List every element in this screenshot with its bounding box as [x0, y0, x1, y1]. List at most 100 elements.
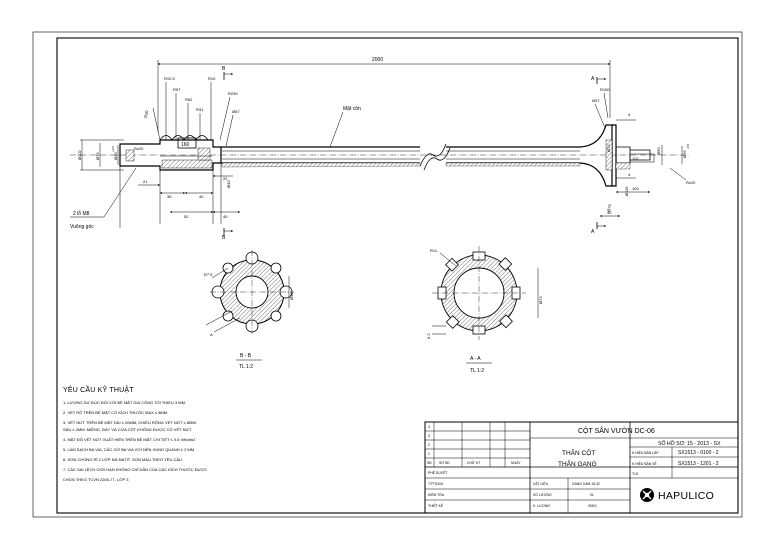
section-aa: R11 Ø73 6.2 A - A TL 1:2: [426, 246, 543, 374]
requirements-title: YÊU CẦU KỸ THUẬT: [63, 387, 134, 394]
dim-40c: 40: [607, 210, 612, 215]
dim-4a: 4: [628, 112, 631, 117]
section-a-bottom: A: [591, 229, 595, 235]
material-value: GANG XÁM 15-32: [572, 482, 600, 486]
section-b-bottom: B: [222, 235, 226, 241]
dim-r11: R11: [430, 248, 438, 253]
rev-row-1: 1: [428, 452, 430, 456]
dim-100: 100: [632, 186, 639, 191]
label-scale-aa: TL 1:2: [470, 368, 484, 374]
dim-52: 52: [184, 214, 189, 219]
dim-r10-5: R10.5: [164, 76, 175, 81]
main-view: 2000 160 A: [70, 57, 696, 241]
rev-head-so-sd: SỐ SĐ: [439, 460, 450, 465]
project-title: CỘT SÂN VƯỜN DC-06: [578, 426, 655, 435]
weight-value: 30KG: [588, 504, 597, 508]
rev-row-3: 3: [428, 434, 430, 438]
dim-rz20-left: Rz20: [134, 146, 144, 151]
dim-d43: Ø43: [289, 292, 294, 300]
requirement-item: 2. VẾT RỖ TRÊN BỀ MẶT CÓ KÍCH THƯỚC MAX …: [63, 410, 169, 415]
role-phe-duyet: PHÊ DUYỆT: [428, 470, 447, 475]
dim-r100: R100: [600, 87, 610, 92]
company-name: HAPULICO: [658, 490, 714, 502]
requirement-item: CHỌN THEO TCVN 2245-77, LỚP 3: [63, 477, 129, 482]
dim-r31: R31: [196, 107, 204, 112]
dim-6-2: 6.2: [426, 333, 431, 339]
dim-r10: R10: [208, 76, 216, 81]
dim-d79: Ø79: [95, 152, 100, 160]
dim-total-length: 2000: [372, 57, 383, 63]
title-block: 4 3 2 1 SĐ SỐ SĐ CHỮ KÝ NGÀY PHÊ DUYỆT T…: [424, 421, 739, 514]
dim-35: 35: [167, 194, 172, 199]
dim-d76-tol: -0.5: [686, 143, 690, 149]
drawing-value: SX1513 - 1201 - 2: [678, 461, 719, 467]
dim-d40-tol: +0.5: [111, 146, 115, 152]
qty-value: 01: [590, 493, 594, 497]
role-kiem-tra: KIỂM TRA: [428, 492, 445, 497]
label-holes-line1: 2 lỗ M8: [73, 210, 90, 217]
label-cone: Mặt côn: [343, 106, 361, 112]
dim-r7-5: R7.5: [204, 272, 213, 277]
dim-20: 20: [223, 176, 228, 181]
dim-40b: 40: [223, 214, 228, 219]
rev-row-2: 2: [428, 443, 430, 447]
dim-d102: Ø102: [77, 149, 82, 160]
dim-4b: 4: [628, 172, 631, 177]
dim-d90: Ø90: [656, 147, 661, 155]
part-name-2: THÂN GANG: [558, 459, 597, 468]
requirement-item: 7. CÁC SAI LỆCH GIỚI HẠN KHÔNG CHỈ DẪN C…: [63, 467, 208, 472]
role-tptsxni: T.PTSXNI: [428, 482, 443, 486]
requirement-item: 3. VẾT NỨT TRÊN BỀ MẶT DÀI ≤ 20MM, CHIỀU…: [63, 420, 197, 425]
rev-head-ngay: NGÀY: [511, 461, 521, 465]
dim-110: 110: [632, 156, 639, 161]
dim-40a: 40: [199, 194, 204, 199]
dim-d73: Ø73: [538, 296, 543, 304]
dim-r57: R57: [173, 87, 181, 92]
section-b-top: B: [222, 66, 226, 72]
dim-rz20-right: Rz20: [686, 180, 696, 185]
dim-d76: Ø76: [682, 150, 687, 158]
dim-d74: Ø74: [606, 203, 612, 212]
label-scale-bb: TL 1:2: [239, 364, 253, 370]
dim-d97: Ø97: [592, 98, 600, 103]
requirement-item: 4. MẬT ĐỘ VẾT NỨT XUẤT HIỆN TRÊN BỀ MẶT …: [63, 437, 196, 442]
dim-r20-top: R20: [143, 109, 149, 118]
drawing-label: K.HIỆU BẢN VẼ: [632, 461, 657, 466]
dim-160: 160: [181, 142, 190, 148]
dim-r52: R52: [185, 97, 193, 102]
assembly-value: SX1513 - 0100 - 2: [678, 450, 719, 456]
technical-requirements: YÊU CẦU KỸ THUẬT 1. LƯỢNG DƯ ĐÚC ĐỐI VỚI…: [63, 386, 393, 485]
rev-head-chu-ky: CHỮ KÝ: [467, 460, 481, 465]
dim-d67: Ø67: [232, 109, 240, 114]
file-number: SỐ HỒ SƠ: 15 - 2013 - SX: [658, 440, 721, 447]
dim-d72: Ø72: [606, 144, 611, 152]
label-section-bb: B - B: [240, 353, 252, 359]
dim-d119: Ø119: [624, 186, 629, 196]
requirement-item: 6. SƠN CHỐNG RỈ 2 LỚP, BẢ MATIT. SƠN MÀU…: [63, 457, 182, 462]
label-section-aa: A - A: [470, 356, 481, 362]
weight-label: K. LƯỢNG: [533, 504, 550, 508]
dim-d40: Ø40: [113, 152, 118, 160]
part-name-1: THÂN CỘT: [562, 448, 595, 457]
requirement-item: 1. LƯỢNG DƯ ĐÚC ĐỐI VỚI BỀ MẶT GIA CÔNG …: [63, 400, 187, 405]
dim-d43-base: Ø43: [226, 180, 231, 188]
dim-a: A: [210, 332, 213, 337]
rev-head-sd: SĐ: [427, 461, 432, 465]
dim-r230: R230: [228, 91, 238, 96]
company-logo-icon: [640, 488, 654, 502]
role-thiet-ke: THIẾT KẾ: [428, 503, 444, 508]
section-bb: R7.5 Ø43 A B - B TL 1:2: [204, 250, 294, 370]
dim-21: 21: [143, 179, 148, 184]
requirement-item: SÂU ≤ 2MM. MIỆNG, ĐÁY VÀ CỬA CỘT KHÔNG Đ…: [63, 427, 193, 432]
requirement-item: 5. LÀM SẠCH BA VIA, CÁC GỜ BA VIA VỚI NỀ…: [63, 447, 195, 452]
inner-border: [56, 37, 739, 514]
rev-row-4: 4: [428, 425, 430, 429]
outer-border: [32, 31, 743, 518]
section-a-top: A: [591, 76, 595, 82]
assembly-label: K.HIỆU BẢN LẮP: [632, 450, 659, 455]
label-holes-line2: Vuông góc: [70, 224, 94, 230]
qty-label: SỐ LƯỢNG: [533, 492, 552, 497]
scale-label: TLE: [632, 472, 639, 476]
